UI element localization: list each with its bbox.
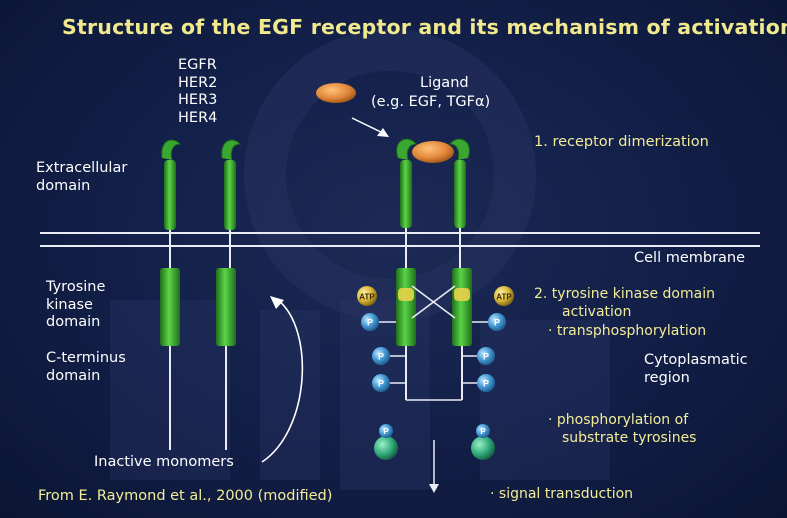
step-tk-activation-line2: activation — [562, 304, 632, 320]
atp-right: ATP — [494, 286, 514, 306]
svg-text:P: P — [383, 427, 389, 436]
svg-text:P: P — [378, 379, 384, 389]
step-phosphorylation-line2: substrate tyrosines — [562, 430, 697, 446]
ligand-label: Ligand — [420, 75, 469, 91]
svg-text:ATP: ATP — [359, 293, 375, 302]
svg-text:P: P — [378, 352, 384, 362]
inactive-monomer-left — [160, 139, 182, 450]
receptor-her3: HER3 — [178, 92, 218, 109]
bound-ligand — [412, 141, 454, 163]
dimer-receptor-left — [396, 138, 418, 400]
svg-text:P: P — [483, 379, 489, 389]
step-transphosphorylation: · transphosphorylation — [548, 323, 707, 339]
inactive-monomers-label: Inactive monomers — [94, 454, 234, 470]
cell-membrane-lines — [40, 232, 760, 247]
step-tk-activation-line1: 2. tyrosine kinase domain — [534, 286, 715, 302]
cytoplasmatic-region-label: Cytoplasmatic region — [644, 352, 748, 386]
free-ligand — [316, 83, 356, 103]
step-phosphorylation-line1: · phosphorylation of — [548, 412, 689, 428]
svg-text:P: P — [483, 352, 489, 362]
svg-text:P: P — [494, 318, 500, 328]
phosphate-beads: P P P P P P P P — [361, 313, 506, 436]
step-signal-transduction: · signal transduction — [490, 486, 634, 502]
diagram-title: Structure of the EGF receptor and its me… — [62, 15, 787, 39]
receptor-her4: HER4 — [178, 110, 218, 127]
monomer-arrow — [261, 299, 304, 463]
step-receptor-dimerization: 1. receptor dimerization — [534, 134, 709, 150]
atp-left: ATP — [357, 286, 377, 306]
dimer-receptor-right — [448, 138, 472, 400]
svg-text:ATP: ATP — [496, 293, 512, 302]
extracellular-domain-label: Extracellular domain — [36, 160, 128, 194]
svg-text:P: P — [367, 318, 373, 328]
receptor-egfr: EGFR — [178, 57, 217, 73]
c-terminus-domain-label: C-terminus domain — [46, 350, 126, 384]
receptor-her2: HER2 — [178, 74, 218, 91]
transphosphorylation-cross — [411, 285, 456, 319]
cell-membrane-label: Cell membrane — [634, 250, 746, 266]
citation: From E. Raymond et al., 2000 (modified) — [38, 488, 333, 504]
substrate-left — [374, 424, 398, 460]
substrate-right — [471, 424, 495, 460]
svg-text:P: P — [480, 427, 486, 436]
receptor-family-list: EGFR HER2 HER3 HER4 — [178, 57, 217, 128]
ligand-examples: (e.g. EGF, TGFα) — [371, 94, 491, 110]
tyrosine-kinase-domain-label: Tyrosine kinase domain — [46, 279, 106, 331]
inactive-monomer-right — [216, 139, 242, 450]
